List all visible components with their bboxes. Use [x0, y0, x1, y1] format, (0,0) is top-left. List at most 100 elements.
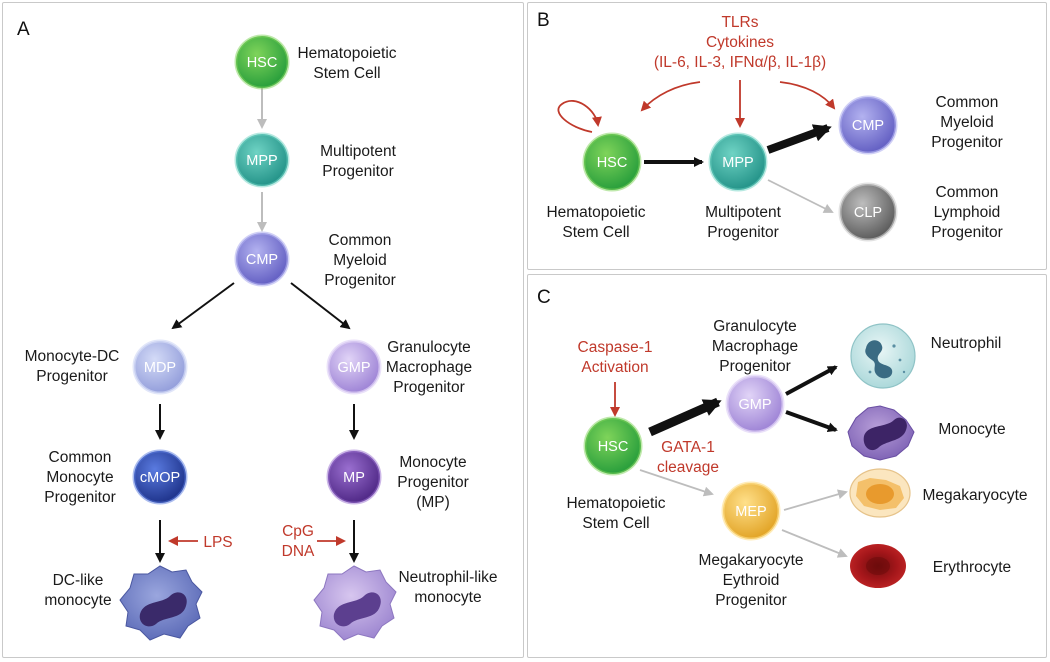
mep-abbr: MEP — [735, 504, 766, 520]
cell-cmp-a: CMP — [234, 231, 290, 287]
signal-line3: (IL-6, IL-3, IFNα/β, IL-1β) — [654, 54, 826, 71]
dc-monocyte-label-line1: DC-like — [53, 572, 104, 589]
cell-mpp-b: MPP — [708, 132, 768, 192]
arrow-gmp-to-neutrophil — [785, 365, 838, 396]
gata1-line2: cleavage — [657, 459, 719, 476]
cell-mp: MP — [326, 449, 382, 505]
cell-hsc-b: HSC — [582, 132, 642, 192]
cpg-label-line1: CpG — [282, 523, 314, 540]
cell-mpp-a: MPP — [234, 132, 290, 188]
mpp-b-abbr: MPP — [722, 155, 753, 171]
cpg-label-line2: DNA — [282, 543, 315, 560]
mp-name-line2: Progenitor — [397, 474, 469, 491]
cmop-name-line3: Progenitor — [44, 489, 116, 506]
clp-name-line3: Progenitor — [931, 224, 1003, 241]
arrow-cmp-to-mdp — [171, 282, 235, 330]
hsc-b-abbr: HSC — [597, 155, 628, 171]
arrow-hsc-to-gmp-c — [648, 397, 722, 437]
cmp-a-name-line1: Common — [329, 232, 392, 249]
caspase-line1: Caspase-1 — [578, 339, 653, 356]
neut-monocyte-label-line1: Neutrophil-like — [398, 569, 497, 586]
arrow-mep-to-erythrocyte — [781, 529, 848, 558]
cmop-name-line1: Common — [49, 449, 112, 466]
gata1-line1: GATA-1 — [661, 439, 715, 456]
caspase-line2: Activation — [581, 359, 648, 376]
gmp-c-name-line2: Macrophage — [712, 338, 798, 355]
mdp-name-line2: Progenitor — [36, 368, 108, 385]
neutrophil-cell — [850, 323, 916, 389]
cell-hsc-c: HSC — [583, 416, 643, 476]
cmop-name-line2: Monocyte — [46, 469, 113, 486]
panel-c-letter: C — [537, 287, 551, 308]
erythrocyte-cell — [850, 544, 906, 588]
cmp-b-name-line2: Myeloid — [940, 114, 993, 131]
arrow-cmp-to-gmp — [290, 282, 351, 330]
mep-name-line2: Eythroid — [723, 572, 780, 589]
megakaryocyte-label: Megakaryocyte — [922, 487, 1027, 504]
clp-abbr: CLP — [854, 205, 882, 221]
cmp-b-name-line3: Progenitor — [931, 134, 1003, 151]
gmp-c-name-line3: Progenitor — [719, 358, 791, 375]
panel-a-letter: A — [17, 19, 30, 40]
mdp-name-line1: Monocyte-DC — [25, 348, 120, 365]
cmp-a-name-line2: Myeloid — [333, 252, 386, 269]
clp-name-line1: Common — [936, 184, 999, 201]
cell-gmp-a: GMP — [326, 339, 382, 395]
erythrocyte-label: Erythrocyte — [933, 559, 1011, 576]
mpp-a-abbr: MPP — [246, 153, 277, 169]
gmp-a-name-line2: Macrophage — [386, 359, 472, 376]
arrow-mep-to-megakaryocyte — [783, 489, 848, 511]
cmp-a-abbr: CMP — [246, 252, 278, 268]
cell-cmp-b: CMP — [838, 95, 898, 155]
dc-like-monocyte-cell — [119, 565, 203, 641]
arrow-hsc-to-mep — [639, 469, 714, 497]
signal-line2: Cytokines — [706, 34, 774, 51]
panel-b-letter: B — [537, 10, 550, 31]
mp-name-line1: Monocyte — [399, 454, 466, 471]
mpp-b-name-line2: Progenitor — [707, 224, 779, 241]
lps-label: LPS — [203, 534, 232, 551]
hsc-c-abbr: HSC — [598, 439, 629, 455]
mpp-a-name-line1: Multipotent — [320, 143, 397, 160]
gmp-a-name-line1: Granulocyte — [387, 339, 471, 356]
arrow-mpp-to-cmp-b — [766, 124, 832, 154]
hsc-c-name-line2: Stem Cell — [582, 515, 649, 532]
neut-monocyte-label-line2: monocyte — [414, 589, 481, 606]
clp-name-line2: Lymphoid — [934, 204, 1001, 221]
mdp-abbr: MDP — [144, 360, 176, 376]
cmp-b-abbr: CMP — [852, 118, 884, 134]
cell-gmp-c: GMP — [725, 374, 785, 434]
arrow-mpp-to-clp — [767, 179, 834, 213]
gmp-c-name-line1: Granulocyte — [713, 318, 797, 335]
gmp-c-abbr: GMP — [738, 397, 771, 413]
cell-mdp: MDP — [132, 339, 188, 395]
hsc-a-name-line2: Stem Cell — [313, 65, 380, 82]
dc-monocyte-label-line2: monocyte — [44, 592, 111, 609]
mpp-b-name-line1: Multipotent — [705, 204, 782, 221]
megakaryocyte-cell — [849, 468, 911, 518]
monocyte-cell-c — [847, 405, 915, 461]
cmp-a-name-line3: Progenitor — [324, 272, 396, 289]
cell-cmop: cMOP — [132, 449, 188, 505]
mpp-a-name-line2: Progenitor — [322, 163, 394, 180]
cmp-b-name-line1: Common — [936, 94, 999, 111]
hsc-a-abbr: HSC — [247, 55, 278, 71]
mp-name-line3: (MP) — [416, 494, 450, 511]
arrow-hsc-self-renewal — [557, 100, 602, 133]
arrow-signal-to-hsc — [640, 81, 701, 112]
arrow-signal-to-cmp — [779, 81, 836, 110]
hsc-b-name-line2: Stem Cell — [562, 224, 629, 241]
cell-mep: MEP — [721, 481, 781, 541]
hsc-c-name-line1: Hematopoietic — [566, 495, 665, 512]
neutrophil-label: Neutrophil — [931, 335, 1002, 352]
cmop-abbr: cMOP — [140, 470, 180, 486]
mep-name-line3: Progenitor — [715, 592, 787, 609]
arrow-gmp-to-monocyte — [785, 410, 838, 432]
signal-line1: TLRs — [721, 14, 758, 31]
cell-hsc-a: HSC — [234, 34, 290, 90]
monocyte-label: Monocyte — [938, 421, 1005, 438]
hsc-a-name-line1: Hematopoietic — [297, 45, 396, 62]
mep-name-line1: Megakaryocyte — [698, 552, 803, 569]
mp-abbr: MP — [343, 470, 365, 486]
